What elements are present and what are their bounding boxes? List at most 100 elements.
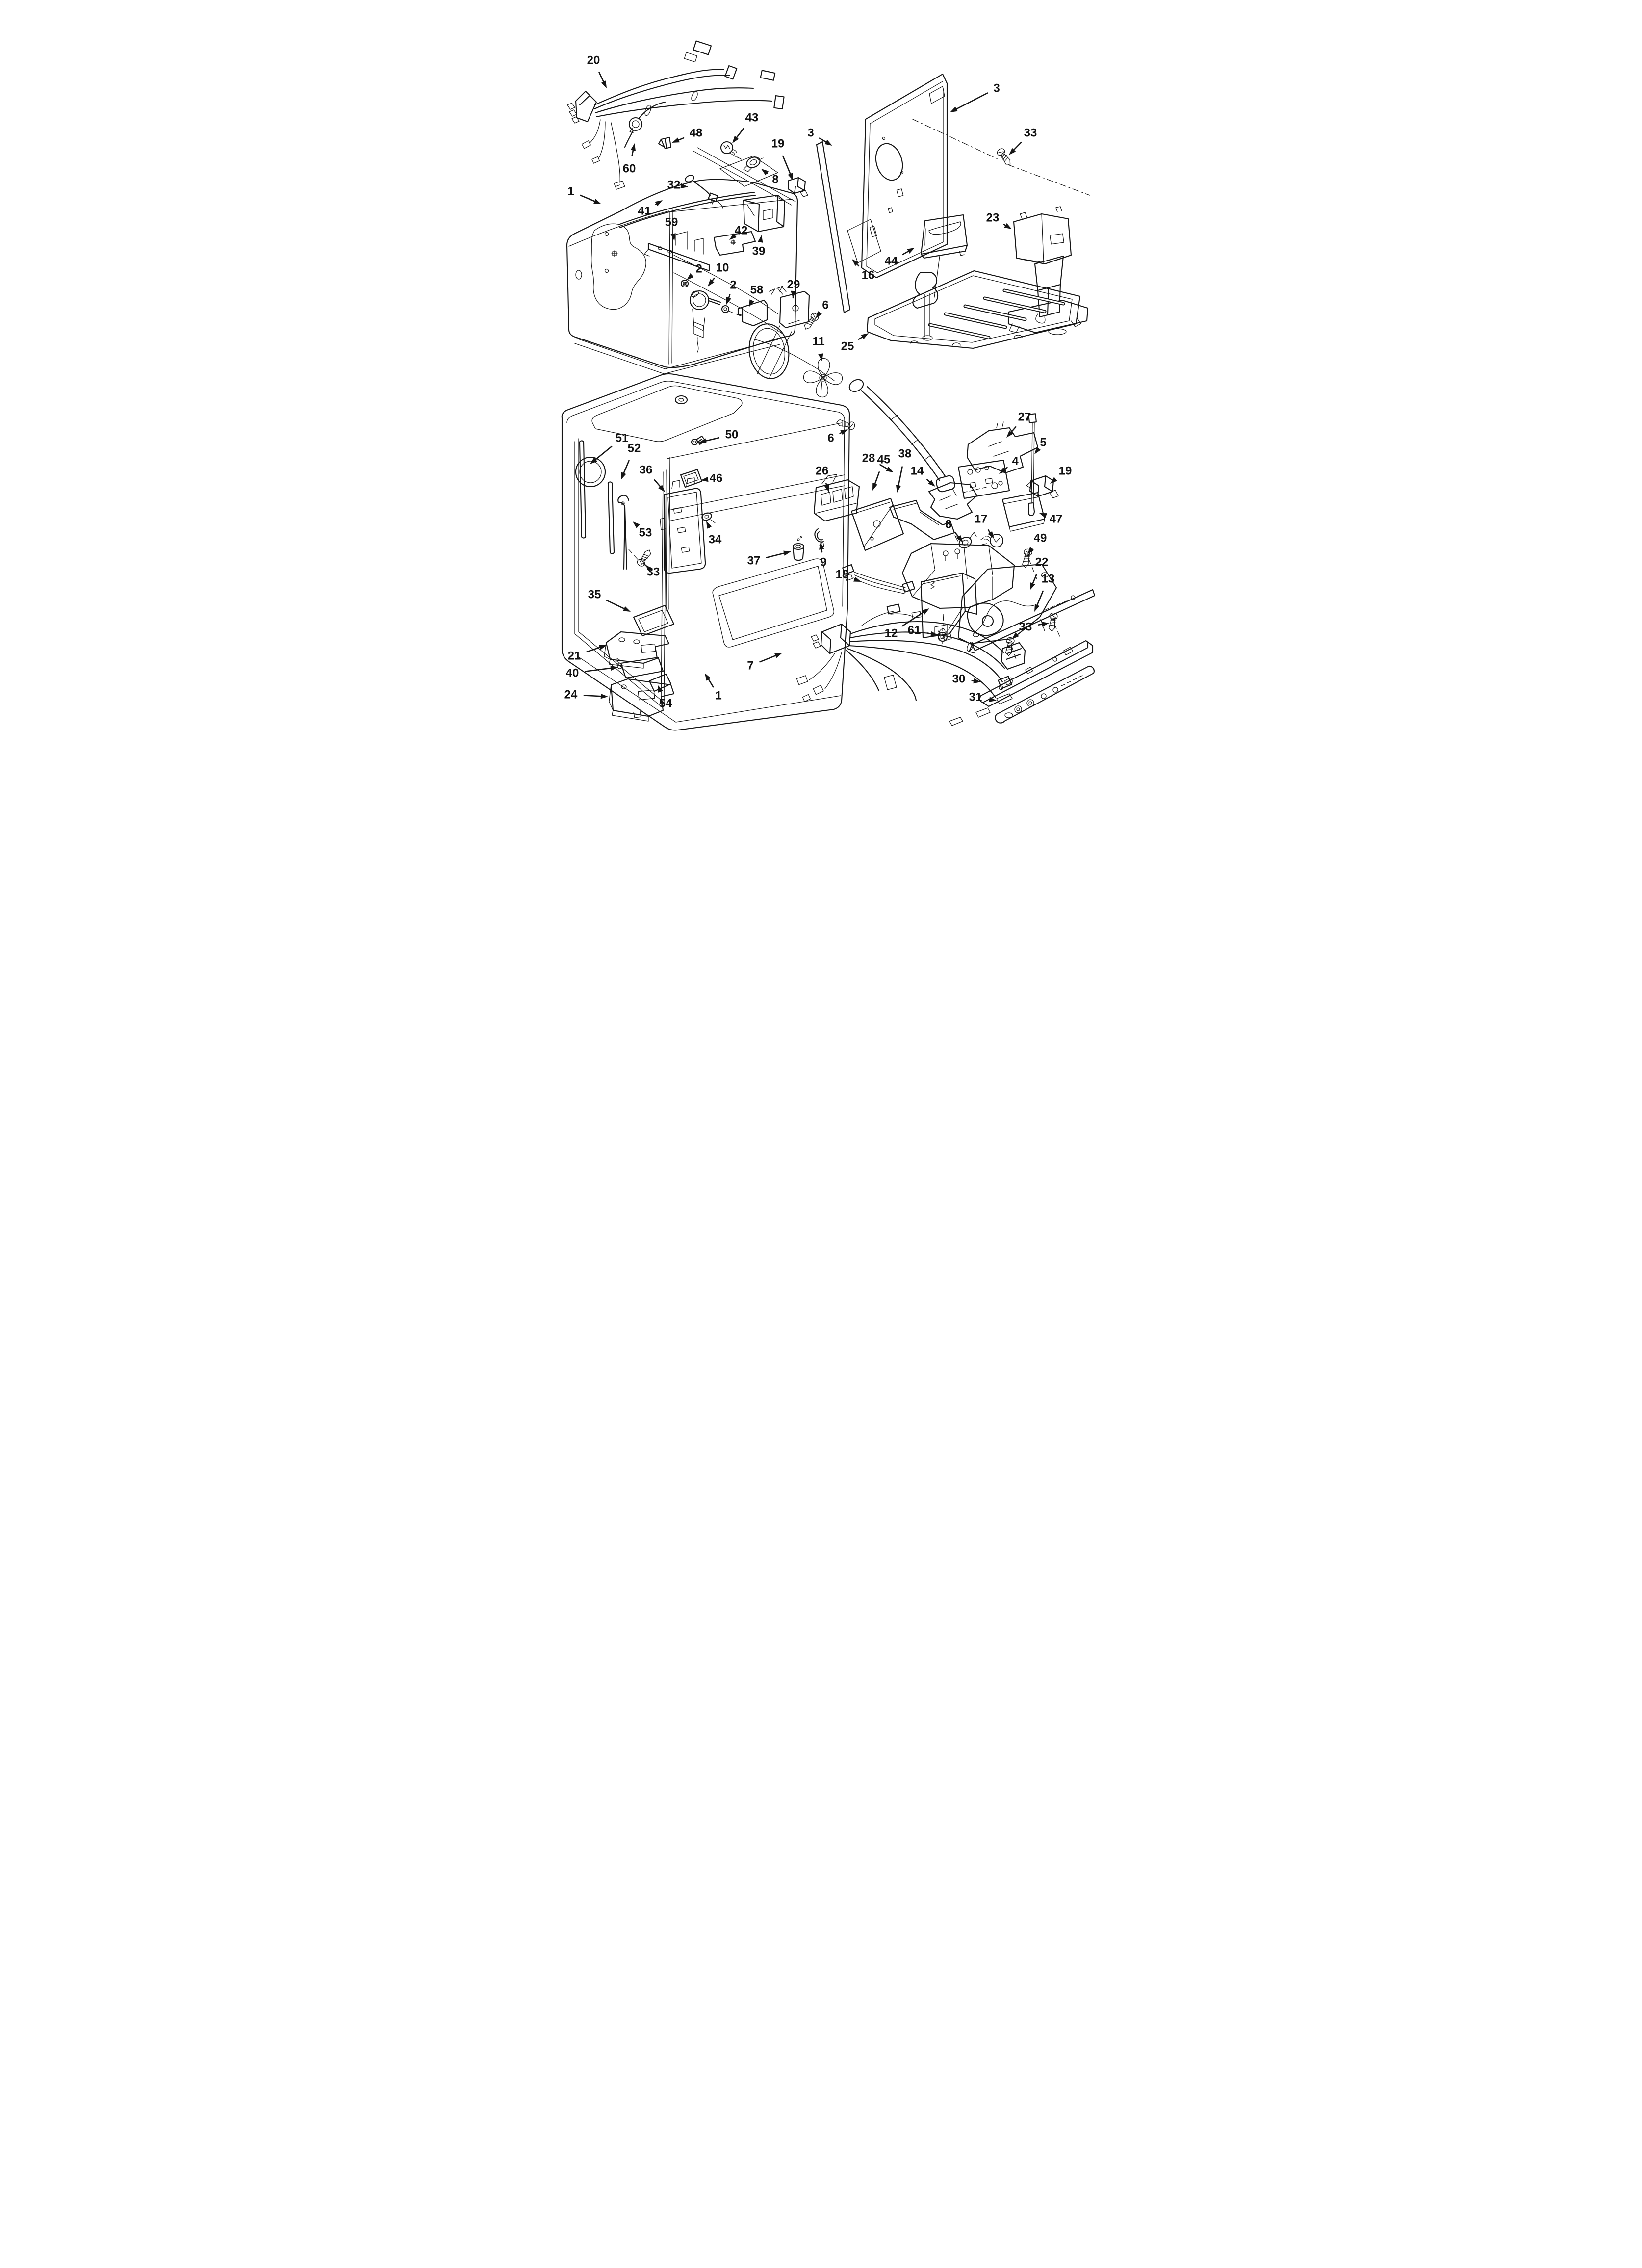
- lamp-socket-8a: [743, 156, 764, 172]
- upper-liner-1: [566, 179, 798, 374]
- callout-49: 49: [1027, 532, 1047, 554]
- callout-39: 39: [752, 235, 766, 258]
- callout-8: 8: [761, 169, 779, 186]
- part-number-8: 8: [945, 518, 951, 531]
- callout-33: 33: [1012, 621, 1049, 639]
- pcb-4: [957, 459, 1010, 499]
- arrow-head-icon: [973, 678, 981, 684]
- callout-41: 41: [638, 200, 663, 218]
- arrow-head-icon: [610, 665, 618, 671]
- part-number-24: 24: [564, 688, 578, 702]
- callout-58: 58: [749, 284, 763, 307]
- arrow-head-icon: [708, 279, 715, 287]
- part-number-1: 1: [567, 185, 574, 198]
- callout-54: 54: [658, 685, 672, 710]
- arrow-head-icon: [989, 697, 997, 702]
- arrow-head-icon: [621, 472, 626, 480]
- part-number-2: 2: [730, 279, 736, 292]
- pad-54: [648, 673, 672, 692]
- arrow-head-icon: [896, 485, 901, 493]
- part-number-3: 3: [807, 127, 814, 140]
- callout-45: 45: [872, 453, 890, 491]
- socket-8b: [954, 532, 977, 548]
- callout-19: 19: [1050, 465, 1072, 484]
- arrow-head-icon: [706, 521, 712, 529]
- leader-line: [782, 155, 792, 178]
- part-number-21: 21: [568, 650, 581, 663]
- callout-4: 4: [999, 455, 1019, 474]
- callout-47: 47: [1039, 513, 1062, 526]
- callout-7: 7: [747, 653, 782, 673]
- seal-strip-3a: [816, 141, 851, 313]
- part-number-23: 23: [986, 211, 1000, 225]
- arrow-head-icon: [600, 694, 608, 699]
- arrow-head-icon: [1012, 632, 1019, 639]
- tray-box-39: [743, 194, 786, 233]
- arrow-head-icon: [758, 235, 763, 243]
- assembly-lines: [628, 119, 1090, 663]
- arrow-head-icon: [791, 290, 796, 298]
- part-number-16: 16: [862, 269, 875, 282]
- callout-24: 24: [564, 688, 608, 702]
- tube-41: [617, 191, 756, 229]
- arrow-head-icon: [861, 333, 869, 339]
- part-number-37: 37: [747, 554, 761, 568]
- part-number-51: 51: [616, 432, 629, 445]
- part-number-1: 1: [715, 689, 721, 703]
- callout-30: 30: [952, 673, 981, 686]
- fan-motor-assembly: [680, 279, 835, 381]
- bulb-socket-60: [624, 101, 666, 148]
- arrow-head-icon: [816, 311, 822, 318]
- insulation-pad-47: [1001, 492, 1046, 532]
- evap-cover-12: [920, 572, 978, 641]
- part-number-22: 22: [1035, 556, 1049, 569]
- arrow-head-icon: [853, 576, 861, 582]
- lever-arm-38: [889, 499, 955, 541]
- thermistor-probe-5: [1027, 413, 1037, 517]
- callout-33: 33: [1009, 127, 1037, 155]
- clip-48: [658, 136, 672, 150]
- callout-38: 38: [896, 447, 911, 493]
- arrow-head-icon: [599, 645, 607, 650]
- arrow-head-icon: [783, 550, 791, 556]
- part-number-19: 19: [1059, 465, 1072, 478]
- part-number-12: 12: [885, 627, 898, 640]
- arrow-head-icon: [645, 565, 653, 572]
- callout-43: 43: [732, 111, 758, 143]
- part-number-33: 33: [1024, 127, 1037, 140]
- arrow-head-icon: [1050, 477, 1057, 484]
- part-number-25: 25: [841, 340, 854, 353]
- wire-harness-7: [796, 603, 1026, 726]
- callout-8: 8: [945, 518, 963, 543]
- bracket-rail-59: [644, 231, 710, 272]
- part-number-6: 6: [822, 299, 828, 312]
- bracket-21: [604, 631, 670, 669]
- wire-53: [617, 495, 630, 570]
- part-number-48: 48: [690, 127, 703, 140]
- plug-34: [701, 512, 716, 523]
- arrow-head-icon: [601, 80, 607, 88]
- harness-18: [842, 564, 915, 594]
- part-number-26: 26: [816, 465, 829, 478]
- part-number-40: 40: [566, 667, 579, 680]
- callout-34: 34: [706, 521, 722, 547]
- ice-support-28: [848, 379, 956, 493]
- screw-33c-right: [1047, 612, 1058, 632]
- part-number-54: 54: [659, 697, 672, 710]
- callout-50: 50: [699, 428, 738, 443]
- drain-pan-25: [866, 270, 1081, 349]
- arrow-head-icon: [623, 606, 631, 612]
- part-number-59: 59: [665, 216, 678, 229]
- callout-48: 48: [672, 127, 702, 143]
- part-number-39: 39: [752, 245, 766, 258]
- part-number-46: 46: [710, 472, 723, 485]
- wire-harness-20: [567, 40, 785, 190]
- part-number-18: 18: [836, 568, 849, 581]
- callout-2: 2: [726, 279, 737, 305]
- insulation-14: [928, 482, 978, 520]
- callout-32: 32: [667, 179, 688, 192]
- arrow-head-icon: [852, 259, 859, 266]
- arrow-head-icon: [950, 106, 958, 112]
